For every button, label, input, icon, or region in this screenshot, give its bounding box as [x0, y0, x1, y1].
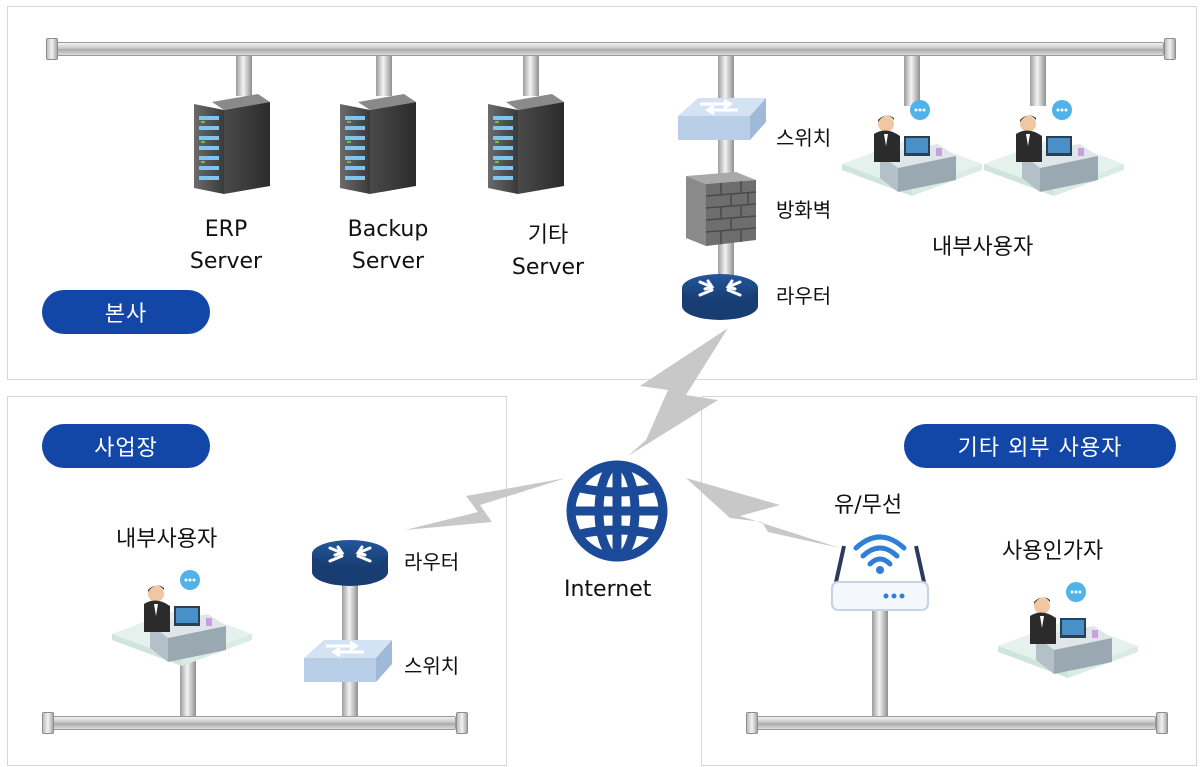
external-bus [756, 716, 1156, 730]
pipe-wireless [872, 610, 888, 718]
pipe-erp [236, 56, 252, 96]
erp-server-icon [192, 94, 272, 194]
external-bus-cap-left [746, 712, 758, 734]
branch-bus-cap-left [42, 712, 54, 734]
hq-users-label: 내부사용자 [932, 235, 1034, 260]
external-link-bolt [686, 478, 840, 548]
pipe-hq-user-1 [904, 56, 920, 106]
hq-bus-cap-right [1164, 38, 1176, 60]
branch-users-label: 내부사용자 [116, 527, 218, 552]
hq-badge: 본사 [42, 290, 210, 334]
branch-router-icon [310, 538, 390, 588]
backup-server-icon [338, 94, 418, 194]
firewall-icon [686, 166, 756, 246]
branch-link-bolt [405, 478, 566, 530]
globe-icon [566, 460, 668, 562]
pipe-other-server [523, 56, 539, 96]
hq-router-label: 라우터 [776, 284, 832, 308]
pipe-backup [376, 56, 392, 96]
hq-backbone-bus [56, 42, 1164, 56]
branch-bus-cap-right [456, 712, 468, 734]
internet-label: Internet [564, 577, 652, 602]
branch-router-label: 라우터 [404, 550, 460, 574]
external-users-label: 사용인가자 [1002, 539, 1104, 564]
branch-switch-icon [294, 638, 394, 688]
pipe-hq-user-2 [1030, 56, 1046, 106]
wifi-router-icon [831, 534, 929, 611]
other-server-icon [486, 94, 566, 194]
hq-link-bolt [628, 328, 728, 456]
branch-user-icon [112, 566, 252, 676]
branch-switch-label: 스위치 [404, 654, 460, 678]
branch-badge: 사업장 [42, 424, 210, 468]
external-badge: 기타 외부 사용자 [904, 424, 1176, 468]
branch-bus [52, 716, 456, 730]
hq-user-icon-1 [842, 96, 982, 206]
hq-bus-cap-left [46, 38, 58, 60]
firewall-label: 방화벽 [776, 198, 832, 222]
pipe-branch-user [180, 650, 196, 718]
hq-user-icon-2 [984, 96, 1124, 206]
hq-router-icon [680, 272, 760, 322]
hq-switch-label: 스위치 [776, 126, 832, 150]
wireless-label: 유/무선 [834, 493, 903, 518]
external-user-icon [998, 578, 1138, 688]
external-bus-cap-right [1156, 712, 1168, 734]
hq-switch-icon [668, 96, 768, 146]
